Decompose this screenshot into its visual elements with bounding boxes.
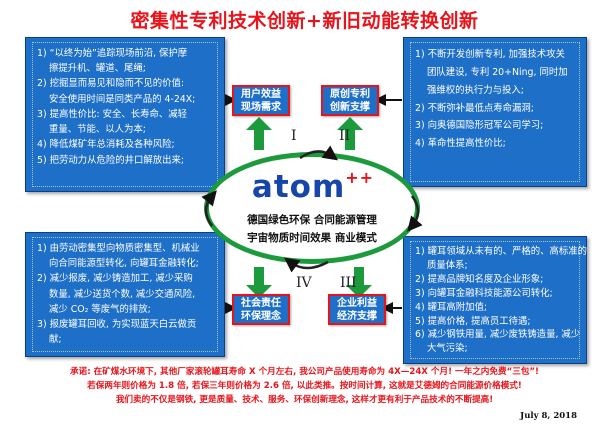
core-line: 宇宙物质时间效果 商业模式 bbox=[247, 232, 377, 244]
curved-arrow-bottom bbox=[283, 257, 329, 273]
panel-line: 4) 降低煤矿年总消耗及各种风险; bbox=[37, 139, 175, 151]
core-ring bbox=[204, 152, 420, 264]
panel-line: 擦提升机、罐道、尾绳; bbox=[49, 63, 146, 75]
core-line: 德国绿色环保 合同能源管理 bbox=[247, 214, 377, 226]
quadrant-label-1: I bbox=[291, 128, 297, 144]
tag-enterprise-benefit: 企业利益 经济支撑 bbox=[328, 294, 386, 325]
quadrant-label-2: II bbox=[339, 128, 351, 144]
panel-line: 1) 不断开发创新专利, 加强技术攻关 bbox=[415, 49, 565, 60]
tag-line: 创新支撑 bbox=[330, 101, 370, 113]
date-stamp: July 8, 2018 bbox=[520, 411, 577, 421]
green-down-arrow-left bbox=[246, 267, 272, 298]
panel-line: 质量体系; bbox=[427, 259, 468, 271]
panel-line: 6) 减少钢铁用量, 减少废铁铸造量, 减少 bbox=[415, 329, 581, 341]
panel-line: 2) 不断弥补最低点寿命漏洞; bbox=[415, 102, 534, 114]
curved-arrow-top bbox=[299, 145, 339, 161]
panel-line: 1) 罐耳领域从未有的、严格的、高标准的 bbox=[415, 246, 587, 257]
panel-line: 4) 革命性提高性价比; bbox=[415, 138, 506, 150]
green-up-arrow-left bbox=[246, 117, 272, 150]
panel-line: 5) 提高价格, 提高员工待遇; bbox=[415, 315, 531, 327]
tag-original-patent: 原创专利 创新支撑 bbox=[321, 85, 379, 116]
panel-line: 2) 减少报废, 减少铸造加工, 减少采购 bbox=[37, 273, 193, 285]
panel-line: 数量, 减少送货个数, 减少交通风险, bbox=[49, 288, 196, 300]
panel-line: 3) 向奥德国隐形冠军公司学习; bbox=[415, 120, 544, 132]
tag-line: 社会责任 bbox=[241, 298, 281, 309]
panel-line: 4) 罐耳高附加值; bbox=[415, 301, 488, 313]
panel-line: 3) 提高性价比: 安全、长寿命、减轻 bbox=[37, 108, 187, 120]
green-down-arrow-right bbox=[346, 267, 372, 298]
quadrant-label-3: III bbox=[340, 275, 357, 291]
footer-slogan: 我们卖的不仅是钢铁, 更是质量、技术、服务、环保创新理念, 这样才更有利于产品技… bbox=[115, 395, 494, 405]
brand-name: atom bbox=[251, 169, 346, 205]
panel-line: 向合同能源型转化, 向罐耳金融转化; bbox=[49, 258, 199, 270]
brand-logo: atom++ bbox=[238, 168, 388, 205]
tag-line: 环保理念 bbox=[241, 310, 281, 322]
panel-line: 5) 把劳动力从危险的井口解放出来; bbox=[37, 154, 185, 166]
panel-line: 1) “以终为始”追踪现场前沿, 保护摩 bbox=[37, 48, 188, 59]
panel-line: 2) 挖掘显而易见和隐而不见的价值: bbox=[37, 78, 185, 90]
tag-user-benefit: 用户效益 现场需求 bbox=[232, 85, 290, 116]
curved-arrow-left bbox=[201, 190, 217, 227]
panel-line: 1) 由劳动密集型向物质密集型、机械业 bbox=[37, 243, 200, 254]
curved-arrow-right bbox=[407, 195, 423, 232]
quadrant-label-4: IV bbox=[296, 275, 312, 291]
panel-social-responsibility: 1) 由劳动密集型向物质密集型、机械业 向合同能源型转化, 向罐耳金融转化; 2… bbox=[25, 232, 225, 357]
footer-commitment: 承诺: 在矿煤水环境下, 其他厂家滚轮罐耳寿命 X 个月左右, 我公司产品使用寿… bbox=[70, 367, 539, 377]
tag-line: 用户效益 bbox=[241, 89, 281, 100]
page-title: 密集性专利技术创新+新旧动能转换创新 bbox=[130, 10, 479, 32]
panel-line: 重量、节能、以人为本; bbox=[49, 124, 146, 136]
tag-line: 企业利益 bbox=[337, 298, 377, 309]
panel-line: 安全使用时间是同类产品的 4-24X; bbox=[49, 93, 196, 105]
panel-line: 3) 报废罐耳回收, 为实现蓝天白云做贡 bbox=[37, 319, 197, 331]
panel-line: 3) 向罐耳金融科技能源公司转化; bbox=[415, 287, 553, 299]
tag-line: 经济支撑 bbox=[337, 310, 377, 322]
tag-line: 原创专利 bbox=[330, 89, 370, 100]
panel-line: 2) 提高品牌知名度及企业形象; bbox=[415, 273, 544, 285]
tag-social-responsibility: 社会责任 环保理念 bbox=[232, 294, 290, 325]
footer-pricing: 若保两年则价格为 1.8 倍, 若保三年则价格为 2.6 倍, 以此类推。按时间… bbox=[87, 381, 522, 391]
panel-original-patent: 1) 不断开发创新专利, 加强技术攻关 团队建设, 专利 20+Ning, 同时… bbox=[403, 37, 587, 187]
tag-line: 现场需求 bbox=[241, 101, 281, 113]
panel-enterprise-benefit: 1) 罐耳领域从未有的、严格的、高标准的 质量体系; 2) 提高品牌知名度及企业… bbox=[403, 236, 587, 364]
panel-line: 强维权的执行力与投入; bbox=[427, 84, 524, 96]
brand-superscript: ++ bbox=[345, 168, 375, 187]
panel-line: 大气污染; bbox=[427, 343, 468, 355]
panel-line: 团队建设, 专利 20+Ning, 同时加 bbox=[427, 66, 568, 78]
panel-line: 减少 CO₂ 等废气的排放; bbox=[49, 303, 151, 315]
panel-user-benefit: 1) “以终为始”追踪现场前沿, 保护摩 擦提升机、罐道、尾绳; 2) 挖掘显而… bbox=[25, 37, 225, 192]
panel-line: 献; bbox=[49, 334, 62, 346]
green-up-arrow-right bbox=[337, 117, 363, 150]
